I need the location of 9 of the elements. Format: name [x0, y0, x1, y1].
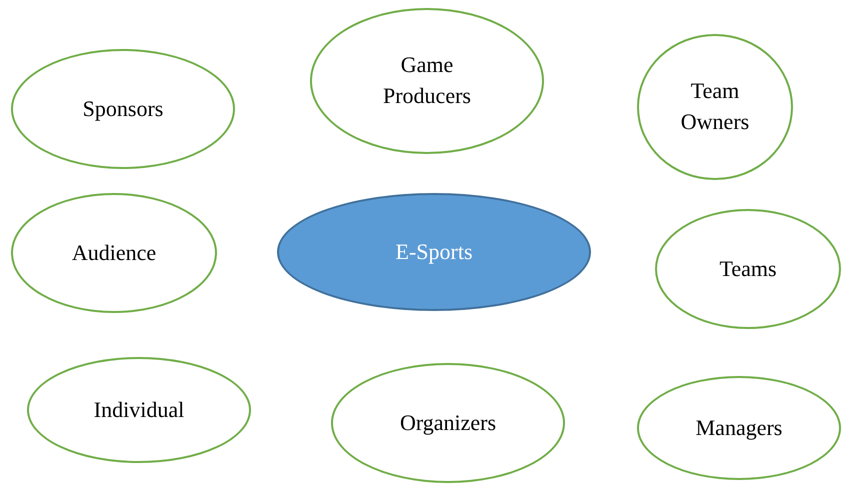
node-label: Managers — [696, 414, 782, 442]
node-label: Team Owners — [680, 77, 750, 136]
node-label: Teams — [719, 254, 777, 283]
node-label: Sponsors — [82, 94, 164, 123]
node-label: Game Producers — [382, 51, 472, 110]
node-label: Organizers — [400, 408, 496, 437]
node-label: Audience — [72, 238, 156, 267]
node-label: E-Sports — [396, 238, 472, 266]
node-label: Individual — [94, 396, 184, 424]
